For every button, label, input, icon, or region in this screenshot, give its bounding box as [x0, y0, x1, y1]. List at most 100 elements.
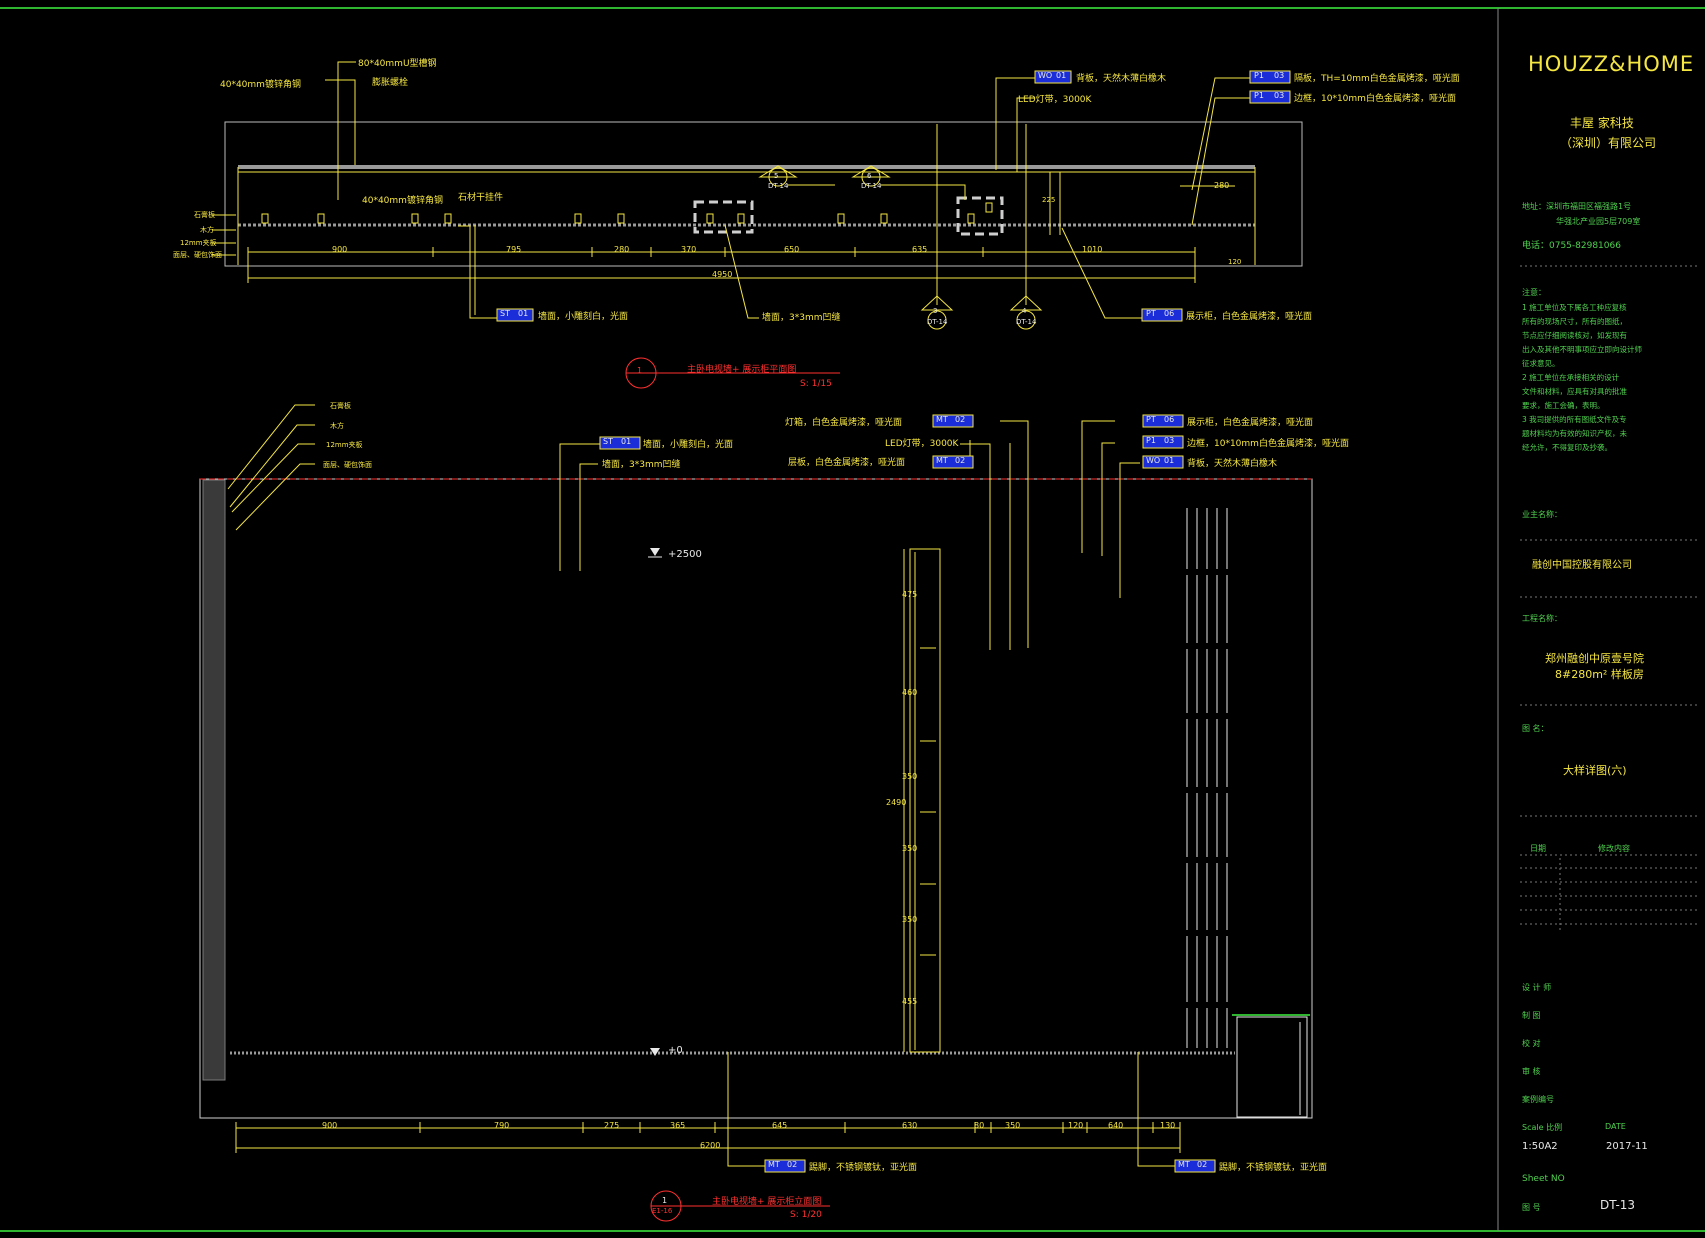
elev-tag-code-11: MT — [1178, 1160, 1190, 1169]
plan-section-marker-6 — [851, 165, 966, 200]
phone: 电话：0755-82981066 — [1522, 241, 1621, 251]
elev-left-label-1: 木方 — [330, 422, 344, 430]
plan-section-ref-4: DT-14 — [1016, 318, 1037, 326]
elevation-shelves — [1184, 569, 1232, 1008]
plan-tag-num-1: 03 — [1274, 71, 1285, 80]
plan-left-label-3: 面层、硬包饰面 — [173, 251, 222, 259]
elev-title-ref: E1-16 — [652, 1207, 673, 1215]
elev-height-dim-4: 350 — [902, 915, 918, 924]
scale-value: 1:50A2 — [1522, 1141, 1558, 1152]
drawing-title: 大样详图(六) — [1563, 764, 1627, 777]
note-line: 题材料均为有效的知识产权，未 — [1522, 429, 1627, 438]
elevation-left-leaders — [227, 404, 315, 531]
plan-section-marker-5 — [758, 165, 835, 187]
elev-scale: S: 1/20 — [790, 1210, 822, 1220]
sign-list: 设 计 师 制 图 校 对 审 核 案例编号 — [1522, 974, 1554, 1114]
elev-dim-0: 900 — [322, 1121, 338, 1130]
elev-tag-num-7: 06 — [1164, 415, 1175, 424]
plan-callout-0: 背板，天然木薄白橡木 — [1076, 74, 1167, 84]
elevation-left-wall — [202, 479, 226, 1081]
elev-tag-code-7: PT — [1146, 415, 1156, 424]
note-line: 节点应仔细阅读核对，如发现有 — [1522, 331, 1627, 340]
plan-left-leaders — [212, 214, 236, 256]
elev-callout-7: 展示柜，白色金属烤漆，哑光面 — [1187, 418, 1314, 428]
elev-callout-11: 踢脚，不锈钢镀钛，亚光面 — [1219, 1163, 1328, 1173]
plan-tag-num-0: 01 — [1056, 71, 1067, 80]
date-label: DATE — [1605, 1122, 1626, 1131]
plan-dim-2: 280 — [614, 245, 630, 254]
elev-tag-code-9: WO — [1146, 456, 1161, 465]
note-line: 3 我司提供的所有图纸文件及专 — [1522, 415, 1627, 424]
elev-dim-8: 120 — [1068, 1121, 1084, 1130]
elev-height-dim-2: 350 — [902, 772, 918, 781]
drawing-frame — [0, 7, 1705, 1232]
elev-tag-num-11: 02 — [1197, 1160, 1208, 1169]
plan-void-left — [693, 200, 754, 234]
note-line: 要求，施工会确，表明。 — [1522, 401, 1605, 410]
elev-tag-num-0: 01 — [621, 437, 632, 446]
elevation-door — [1236, 1016, 1308, 1118]
note-line: 征求意见。 — [1522, 359, 1560, 368]
plan-callout-5: 墙面，3*3mm凹缝 — [762, 313, 841, 323]
plan-tag-code-6: PT — [1146, 309, 1156, 318]
plan-side-dim-2: 120 — [1228, 258, 1242, 266]
address-line2: 华强北产业园5层709室 — [1556, 217, 1641, 226]
elev-tag-code-6: MT — [936, 456, 948, 465]
plan-section-num-5: 5 — [774, 172, 779, 180]
elev-callout-2: 灯箱，白色金属烤漆，哑光面 — [785, 418, 903, 428]
plan-section-marker-4 — [1009, 295, 1043, 330]
elev-dim-1: 790 — [494, 1121, 510, 1130]
sheet-number: DT-13 — [1600, 1198, 1636, 1212]
sheet-label: Sheet NO — [1522, 1174, 1565, 1184]
note-line: 1 施工单位及下属各工种应复核 — [1522, 303, 1627, 312]
plan-left-label-1: 木方 — [200, 226, 214, 234]
level-top: +2500 — [668, 549, 702, 560]
elev-tag-code-3: MT — [936, 415, 948, 424]
plan-scale: S: 1/15 — [800, 379, 832, 389]
company-line1: 丰屋 家科技 — [1570, 116, 1634, 130]
plan-side-dim-0: 280 — [1214, 181, 1230, 190]
plan-callout-2: 边框，10*10mm白色金属烤漆，哑光面 — [1294, 94, 1456, 104]
notes-list: 1 施工单位及下属各工种应复核 所有的现场尺寸，所有的图纸， 节点应仔细阅读核对… — [1522, 301, 1692, 455]
elev-callout-5: 层板，白色金属烤漆，哑光面 — [788, 458, 906, 468]
elev-dim-total: 6200 — [700, 1141, 721, 1150]
plan-callout-led: LED灯带，3000K — [1018, 95, 1092, 105]
note-line: 2 施工单位在承接相关的设计 — [1522, 373, 1620, 382]
note-line: 出入及其他不明事项应立即向设计师 — [1522, 345, 1642, 354]
plan-tag-num-4: 01 — [518, 309, 529, 318]
elev-callout-8: 边框，10*10mm白色金属烤漆，哑光面 — [1187, 439, 1349, 449]
plan-callout-6: 展示柜，白色金属烤漆，哑光面 — [1186, 312, 1313, 322]
elev-left-label-3: 面层、硬包饰面 — [323, 461, 372, 469]
plan-dim-ticks — [247, 247, 1196, 283]
elev-dim-9: 640 — [1108, 1121, 1124, 1130]
elevation-tags — [599, 414, 1216, 1173]
plan-label-channel: 80*40mmU型槽钢 — [358, 59, 437, 69]
elevation-view — [199, 404, 1313, 1222]
elev-tag-num-9: 01 — [1164, 456, 1175, 465]
elev-callout-10: 踢脚，不锈钢镀钛，亚光面 — [809, 1163, 918, 1173]
elev-dim-5: 630 — [902, 1121, 918, 1130]
plan-dim-4: 650 — [784, 245, 800, 254]
sign-label: 审 核 — [1522, 1067, 1541, 1076]
elev-callout-0: 墙面，小雕刻白，光面 — [643, 440, 734, 450]
plan-dim-1: 795 — [506, 245, 522, 254]
rev-date-label: 日期 — [1530, 844, 1546, 853]
plan-section-ref-6: DT-14 — [861, 182, 882, 190]
elev-dim-2: 275 — [604, 1121, 620, 1130]
elev-left-label-0: 石膏板 — [330, 402, 351, 410]
plan-outline — [224, 121, 1303, 267]
project-line1: 郑州融创中原壹号院 — [1545, 652, 1644, 665]
plan-label-angle: 40*40mm镀锌角钢 — [362, 196, 443, 206]
elev-callout-1: 墙面，3*3mm凹缝 — [602, 460, 681, 470]
plan-section-num-6: 6 — [867, 172, 872, 180]
elev-callout-9: 背板，天然木薄白橡木 — [1187, 459, 1278, 469]
address-line1: 地址：深圳市福田区福强路1号 — [1522, 202, 1632, 211]
plan-tag-code-2: P1 — [1254, 91, 1264, 100]
elev-dim-3: 365 — [670, 1121, 686, 1130]
elev-dim-6: 80 — [974, 1121, 985, 1130]
elev-tag-num-6: 02 — [955, 456, 966, 465]
titleblock-separators — [1520, 265, 1700, 930]
brand-logo: HOUZZ&HOME — [1528, 52, 1695, 76]
plan-section-ref-5: DT-14 — [768, 182, 789, 190]
